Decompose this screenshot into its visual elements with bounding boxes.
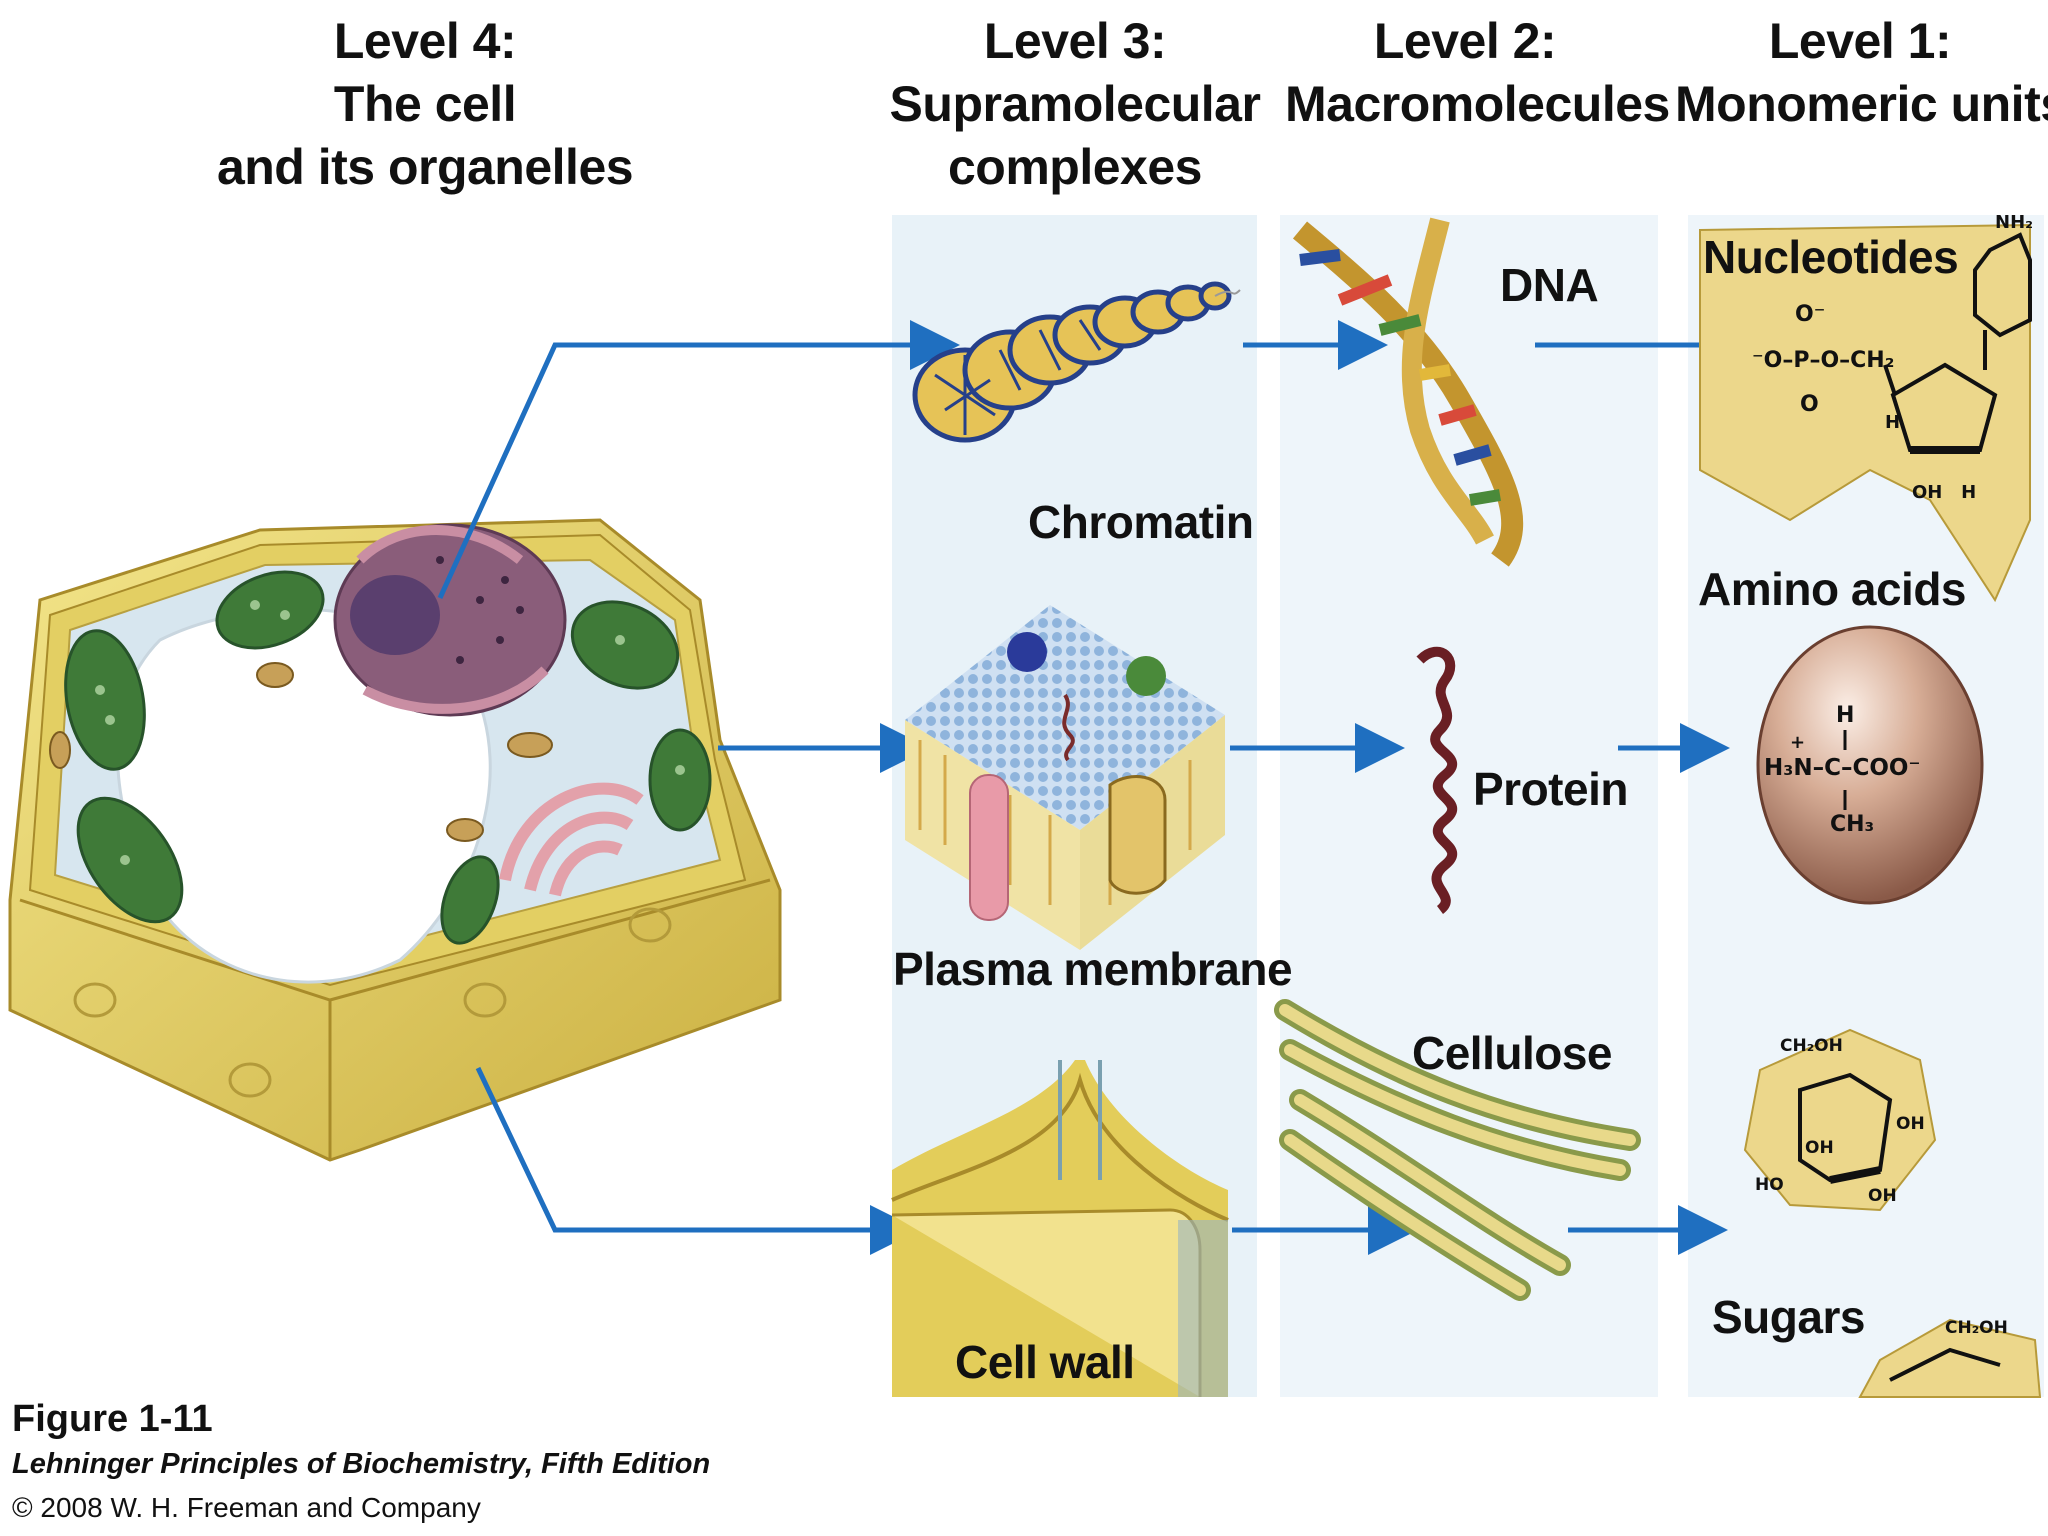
level-1-line-1: Monomeric units — [1675, 76, 2048, 132]
plasma-membrane-image — [905, 605, 1225, 950]
amino-acid-plus: + — [1790, 732, 1806, 753]
figure-source: Lehninger Principles of Biochemistry, Fi… — [12, 1448, 711, 1480]
amino-acid-ch3: CH₃ — [1830, 812, 1875, 837]
cell-wall-label: Cell wall — [955, 1336, 1135, 1388]
nucleotide-h: H — [1885, 412, 1901, 433]
sugar-ch2oh-2: CH₂OH — [1945, 1318, 2008, 1338]
figure-number: Figure 1-11 — [12, 1398, 213, 1440]
level-3-line-2: complexes — [948, 139, 1202, 195]
level-1-title: Level 1: — [1768, 13, 1952, 69]
figure-copyright: © 2008 W. H. Freeman and Company — [12, 1492, 481, 1523]
amino-acid-ball — [1756, 625, 1984, 905]
amino-acids-label: Amino acids — [1698, 563, 1967, 615]
level-4-line-2: and its organelles — [216, 139, 634, 195]
level-4-title: Level 4: — [333, 13, 517, 69]
chromatin-label: Chromatin — [1028, 496, 1254, 548]
sugar-ho: HO — [1755, 1175, 1784, 1195]
arrow-cell-to-cell-wall — [475, 1066, 920, 1255]
level-1-header: Level 1: Monomeric units — [1675, 10, 2048, 136]
nucleus — [333, 523, 567, 717]
sugars-label: Sugars — [1712, 1291, 1865, 1343]
cell-wall-image — [891, 1060, 1229, 1397]
nucleotide-o-minus: O⁻ — [1795, 302, 1826, 327]
protein-label: Protein — [1473, 763, 1628, 815]
sugar-oh-1: OH — [1896, 1114, 1925, 1134]
dna-image — [1292, 217, 1524, 567]
chromatin-image — [912, 281, 1241, 443]
nucleotide-oh-h: OH H — [1912, 482, 1977, 503]
level-3-line-1: Supramolecular — [889, 76, 1261, 132]
amino-acid-h: H — [1836, 703, 1855, 728]
protein-image — [1416, 646, 1458, 914]
level-4-line-1: The cell — [333, 76, 517, 132]
cellulose-image — [1274, 999, 1641, 1301]
sugar-image — [1743, 1028, 2042, 1398]
level-3-title: Level 3: — [983, 13, 1167, 69]
sugar-ch2oh: CH₂OH — [1780, 1036, 1843, 1056]
arrow-cell-to-chromatin — [437, 320, 960, 600]
level-2-title: Level 2: — [1373, 13, 1557, 69]
nucleotide-o: O — [1800, 392, 1819, 417]
nucleotides-label: Nucleotides — [1703, 231, 1959, 283]
level-2-header: Level 2: Macromolecules — [1285, 10, 1670, 136]
plant-cell — [8, 518, 782, 1162]
sugar-oh-2: OH — [1805, 1138, 1834, 1158]
golgi — [499, 782, 644, 897]
level-4-header: Level 4: The cell and its organelles — [180, 10, 670, 199]
level-2-line-1: Macromolecules — [1285, 76, 1670, 132]
arrows — [437, 320, 1762, 1255]
cellulose-label: Cellulose — [1412, 1027, 1613, 1079]
level-3-header: Level 3: Supramolecular complexes — [875, 10, 1275, 199]
nucleotide-nh2: NH₂ — [1995, 212, 2034, 233]
sugar-oh-3: OH — [1868, 1186, 1897, 1206]
nucleotide-phosphate: ⁻O–P–O–CH₂ — [1752, 348, 1895, 373]
amino-acid-formula: H₃N–C–COO⁻ — [1764, 755, 1921, 781]
plasma-membrane-label: Plasma membrane — [893, 943, 1293, 995]
nucleotide-image — [1699, 223, 2032, 603]
dna-label: DNA — [1500, 259, 1599, 311]
